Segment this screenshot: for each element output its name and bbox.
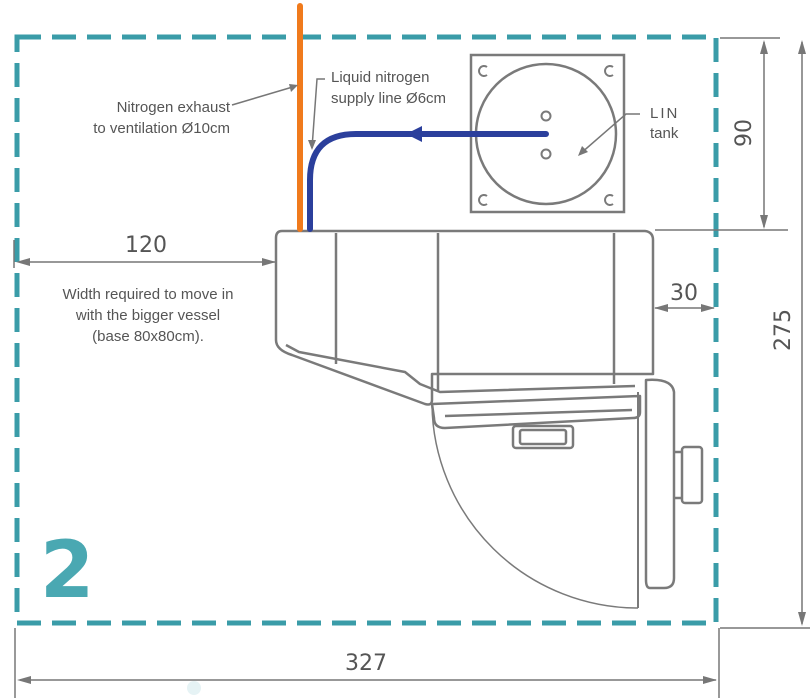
tank-label-line1: LIN — [650, 105, 679, 122]
exhaust-label-line1: Nitrogen exhaust — [117, 99, 231, 116]
leader-lines — [231, 78, 640, 155]
cryo-vessel — [274, 229, 704, 609]
dimension-room-depth: 275 — [771, 309, 796, 351]
room-boundary — [14, 34, 719, 626]
room-number: 2 — [40, 526, 94, 616]
exhaust-label-line2: to ventilation Ø10cm — [93, 120, 230, 137]
dimension-lines — [13, 37, 810, 698]
tank-label-line2: tank — [650, 125, 679, 142]
supply-line-arrow — [406, 126, 422, 142]
dimension-tank-depth: 90 — [732, 119, 757, 147]
dimension-room-width: 327 — [345, 651, 387, 676]
width-note-line3: (base 80x80cm). — [92, 328, 204, 345]
supply-label-line1: Liquid nitrogen — [331, 69, 429, 86]
width-note-line2: with the bigger vessel — [75, 307, 220, 324]
dimension-arrowheads — [16, 40, 806, 684]
supply-label-line2: supply line Ø6cm — [331, 90, 446, 107]
dimension-left-clearance: 120 — [125, 233, 167, 258]
leader-arrowheads — [289, 84, 588, 156]
supply-line — [307, 131, 549, 232]
width-note-line1: Width required to move in — [63, 286, 234, 303]
dimension-right-clearance: 30 — [670, 281, 698, 306]
faint-marker-dot — [187, 681, 201, 695]
